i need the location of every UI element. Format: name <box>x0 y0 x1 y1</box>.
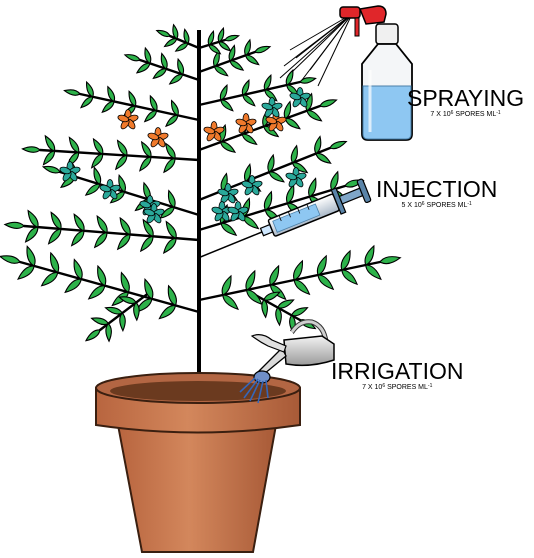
leaf <box>219 98 234 112</box>
leaf <box>91 316 109 327</box>
leaf <box>218 40 232 52</box>
leaf <box>101 100 116 115</box>
injection-method-label: INJECTION 5 X 106 SPORES ML-1 <box>376 177 497 210</box>
leaf <box>319 97 337 108</box>
leaf <box>69 229 86 248</box>
leaf <box>316 273 336 292</box>
leaf <box>241 132 259 147</box>
branch <box>20 262 199 312</box>
leaf <box>284 116 302 131</box>
leaf <box>5 221 25 229</box>
leaf <box>363 263 383 282</box>
leaf <box>241 93 256 107</box>
leaf <box>124 52 141 62</box>
leaf <box>63 277 83 295</box>
leaf <box>79 95 94 110</box>
leaf <box>90 152 105 169</box>
leaf <box>379 255 401 266</box>
flower <box>117 110 139 131</box>
leaf <box>162 157 177 174</box>
leaf <box>41 149 56 166</box>
leaf <box>229 59 245 72</box>
irrigation-title: IRRIGATION <box>331 359 463 383</box>
leaf <box>42 164 60 174</box>
leaf <box>46 227 63 246</box>
injection-concentration: 5 X 106 SPORES ML-1 <box>376 201 497 210</box>
leaf <box>164 114 179 129</box>
leaf <box>92 231 109 250</box>
leaf <box>268 170 286 184</box>
leaf <box>106 324 112 342</box>
leaf <box>133 302 139 320</box>
leaf <box>254 44 271 54</box>
leaf <box>292 278 312 297</box>
leaf <box>161 236 178 255</box>
leaf <box>156 28 171 38</box>
leaf <box>22 146 40 153</box>
leaf <box>16 263 36 281</box>
spraying-title: SPRAYING <box>407 86 524 110</box>
leaf <box>314 151 332 165</box>
leaf <box>143 109 158 124</box>
leaf <box>299 76 316 84</box>
leaf <box>244 53 260 66</box>
leaf <box>0 253 21 265</box>
leaf <box>340 268 360 287</box>
spray-bottle-icon <box>340 6 412 140</box>
leaf <box>64 88 81 96</box>
leaf <box>219 221 238 238</box>
leaf <box>219 140 237 155</box>
irrigation-concentration: 7 X 106 SPORES ML-1 <box>331 383 463 392</box>
leaf <box>329 139 347 151</box>
injection-title: INJECTION <box>376 177 497 201</box>
irrigation-method-label: IRRIGATION 7 X 106 SPORES ML-1 <box>331 359 463 392</box>
leaf <box>105 305 123 316</box>
leaf <box>138 155 153 172</box>
flower-pot-icon <box>96 373 300 552</box>
spraying-concentration: 7 X 106 SPORES ML-1 <box>407 110 524 119</box>
leaf <box>114 154 129 171</box>
leaf <box>115 233 132 252</box>
leaf <box>221 293 241 312</box>
leaf <box>213 64 229 77</box>
leaf <box>23 225 40 244</box>
leaf <box>84 182 101 197</box>
branch <box>80 94 199 120</box>
leaf <box>138 234 155 253</box>
spraying-method-label: SPRAYING 7 X 106 SPORES ML-1 <box>407 86 524 119</box>
leaf <box>84 328 101 343</box>
leaf <box>305 108 323 123</box>
leaf <box>224 34 239 43</box>
leaf <box>40 270 60 288</box>
leaf <box>157 303 177 321</box>
leaf <box>87 283 107 301</box>
leaf <box>290 305 308 318</box>
leaf <box>119 313 125 331</box>
branch <box>60 172 199 215</box>
